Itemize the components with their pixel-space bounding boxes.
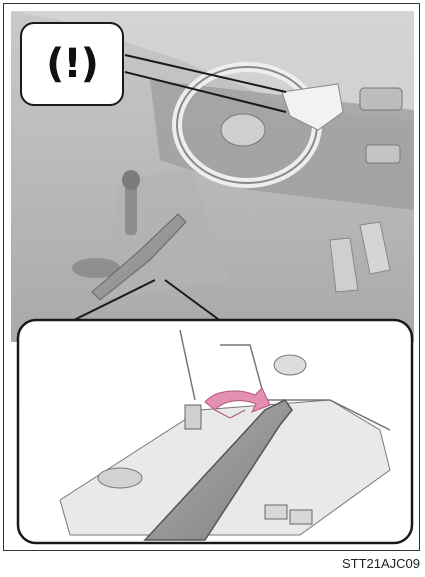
figure-code: STT21AJC09 (342, 556, 420, 571)
brake-warning-icon: (!) (46, 41, 98, 87)
brake-warning-light-callout: (!) (20, 22, 124, 106)
detail-view (18, 320, 412, 543)
